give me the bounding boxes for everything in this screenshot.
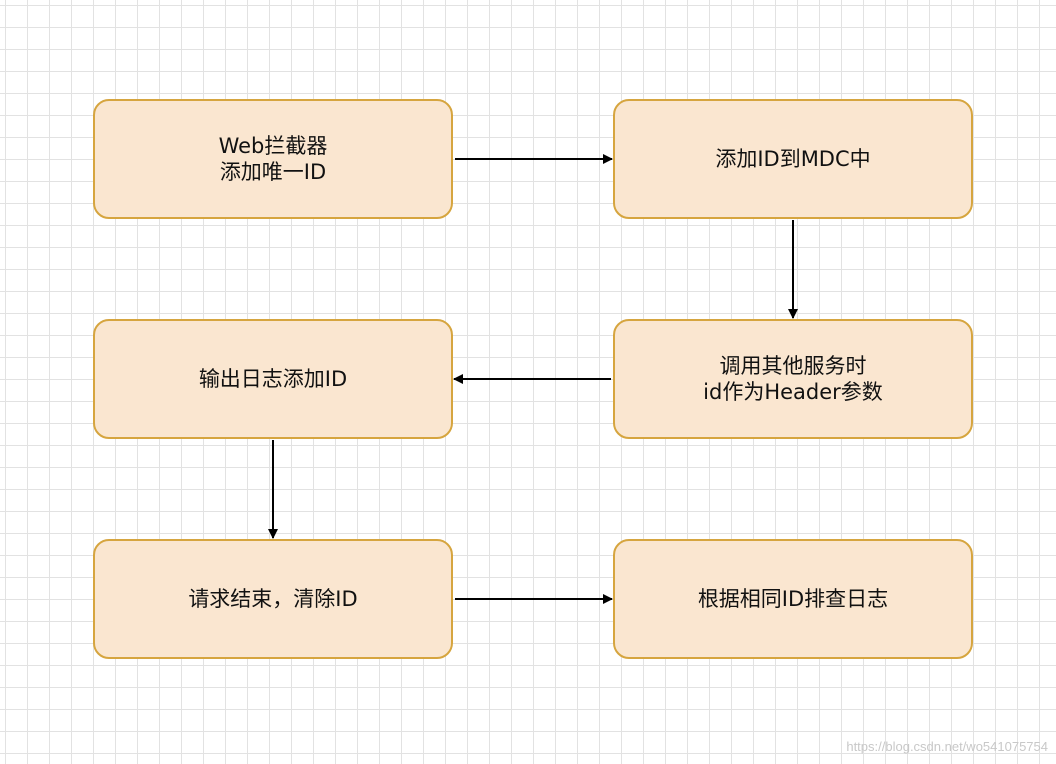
watermark: https://blog.csdn.net/wo541075754 [846,739,1048,754]
node-call-other-services: 调用其他服务时 id作为Header参数 [613,319,973,439]
node-label-line: 调用其他服务时 [719,354,867,378]
node-web-interceptor: Web拦截器 添加唯一ID [93,99,453,219]
node-label-line: 根据相同ID排查日志 [697,587,889,611]
node-label-line: 请求结束，清除ID [188,587,358,611]
node-log-with-id: 输出日志添加ID [93,319,453,439]
node-add-id-to-mdc: 添加ID到MDC中 [613,99,973,219]
node-label-line: 输出日志添加ID [198,367,348,391]
node-troubleshoot-logs: 根据相同ID排查日志 [613,539,973,659]
node-request-end-clear-id: 请求结束，清除ID [93,539,453,659]
node-label-line: 添加ID到MDC中 [715,147,871,171]
node-label-line: id作为Header参数 [703,380,883,404]
node-label-line: 添加唯一ID [219,160,327,184]
node-label-line: Web拦截器 [218,134,328,158]
